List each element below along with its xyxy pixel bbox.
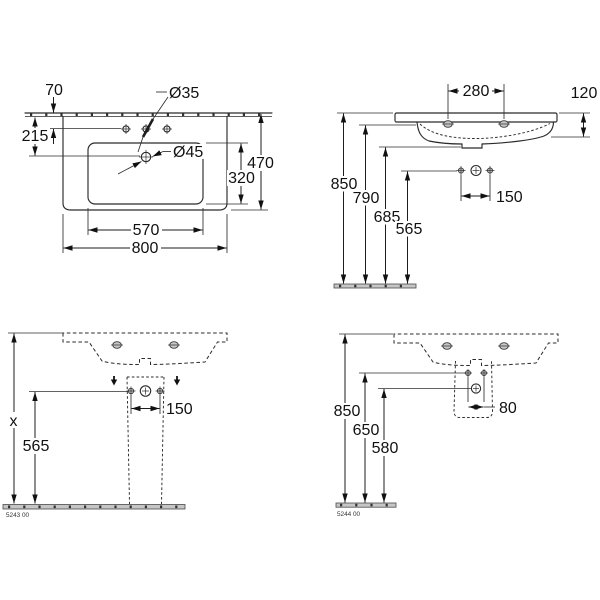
floor-line [2,504,186,510]
bracket-hole-right [485,166,495,175]
dim-rim-height: 850 [330,112,393,284]
plan-view: Ø35 Ø45 70 215 470 [20,82,275,257]
dim-overall-depth: 470 [231,114,275,211]
dim-label-790: 790 [353,190,380,207]
bowl-profile-right [481,121,555,145]
dim-underside-height: 790 [352,124,416,284]
dim-label-215: 215 [22,128,49,145]
dim-bracket-span: 80 [467,377,517,417]
fixing-hole-right [498,120,510,128]
outlet-stub [461,143,483,149]
dim-bracket-span: 150 [460,175,523,206]
siphon-cover-dashed [453,360,493,418]
dim-drain-hole-diameter: Ø45 [117,144,205,175]
dim-label-drain-diameter: Ø45 [173,144,203,161]
dim-label-800: 800 [132,240,159,257]
dim-bracket-height: 650 [352,372,465,503]
bracket-holes [456,164,495,177]
wall-line [24,112,273,117]
dim-bowl-width: 570 [87,208,204,239]
dim-bracket-height: 565 [21,391,128,504]
product-code: 5244 00 [337,511,361,518]
dim-outlet-height: 685 [373,146,461,284]
dim-drain-offset: 215 [20,117,140,157]
dim-label-x: x [10,413,18,430]
dim-overall-height: x [6,332,63,504]
floor-line [333,283,417,289]
dim-rim-height: 850 [333,333,393,503]
fixing-hole-right [498,342,510,350]
bracket-hole-center [470,383,482,394]
bracket-hole-left [464,369,472,377]
front-view: 280 120 850 790 685 [330,83,598,289]
down-arrow-icon [110,376,118,386]
dim-label-685: 685 [374,209,401,226]
bracket-hole-right [155,386,165,396]
dim-label-850: 850 [334,403,361,420]
dim-label-80: 80 [499,400,517,417]
bracket-hole-left [456,166,466,175]
dim-label-650: 650 [353,422,380,439]
dim-label-280: 280 [463,83,490,100]
dim-fixing-hole-span: 280 [447,83,505,119]
drain-hole [139,150,153,164]
down-arrow-icon [173,376,181,386]
bracket-hole-center [470,164,482,177]
pedestal-view: 150 x 565 5243 00 [2,332,228,519]
dim-label-120: 120 [571,85,598,102]
leader-line [137,136,144,153]
dim-label-570: 570 [133,222,160,239]
basin-outline [62,115,228,211]
fixing-hole-left [442,120,454,128]
tap-hole-left [121,124,131,134]
tap-hole-right [162,124,172,134]
dim-bracket-span: 150 [130,395,193,418]
floor-line [335,502,397,508]
inner-bowl-dashed [419,123,551,139]
fixing-hole-left [441,342,453,350]
bowl-profile-left [416,121,463,145]
dim-label-tap-diameter: Ø35 [169,85,199,102]
fixing-hole-right [168,341,180,349]
dim-label-150: 150 [496,189,523,206]
dim-label-470: 470 [247,155,274,172]
bracket-holes [126,385,165,397]
dim-bracket-height: 565 [395,170,457,284]
leader-line [152,96,169,120]
bowl-outline [87,142,204,205]
dim-outlet-height: 580 [371,388,471,503]
dim-overall-width: 800 [62,214,228,257]
dim-label-850: 850 [331,176,358,193]
dim-label-320: 320 [228,170,255,187]
dim-label-565: 565 [396,221,423,238]
dim-label-565: 565 [23,438,50,455]
leader-arrow [152,150,164,157]
semi-pedestal-view: 80 850 650 580 5244 00 [333,333,559,518]
basin-outline-dashed [393,333,559,367]
dim-tap-hole-diameter: Ø35 [137,85,199,153]
bracket-holes [464,369,488,394]
dim-tap-offset: 70 [38,82,121,144]
leader-arrow [117,161,142,175]
dim-apron-height: 120 [551,85,598,138]
dim-label-70: 70 [45,82,63,99]
product-code: 5243 00 [6,512,30,519]
fixing-hole-left [111,341,123,349]
bracket-hole-left [126,386,136,396]
dim-label-150: 150 [166,401,193,418]
pedestal-outline-dashed [126,376,165,505]
rim-outline [394,112,558,123]
basin-outline-dashed [62,332,228,366]
leader-slash [141,118,155,138]
bracket-hole-right [480,369,488,377]
bracket-hole-center [139,385,152,397]
dim-label-580: 580 [372,440,399,457]
dim-bowl-depth: 320 [206,142,256,205]
